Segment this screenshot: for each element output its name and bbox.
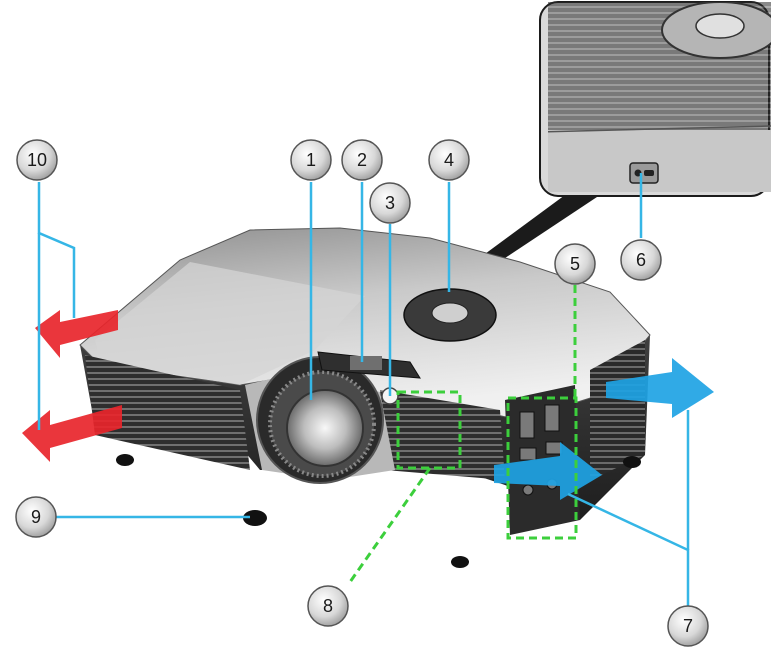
dashed-outlines xyxy=(348,285,578,583)
intake-arrow-rear xyxy=(494,442,602,500)
callout-bubbles[interactable]: 1 2 3 4 5 6 7 8 xyxy=(15,139,709,647)
tilt-adjust-foot xyxy=(243,510,267,526)
callout-9[interactable]: 9 xyxy=(15,496,57,538)
front-foot xyxy=(116,454,134,466)
callout-6[interactable]: 6 xyxy=(620,239,662,281)
callout-3-label: 3 xyxy=(385,193,395,213)
exhaust-arrow-upper xyxy=(35,310,118,358)
inset-detail-panel xyxy=(470,1,771,272)
exhaust-arrow-lower xyxy=(22,405,122,462)
side-vent xyxy=(590,340,645,480)
callout-7[interactable]: 7 xyxy=(667,605,709,647)
callout-2-label: 2 xyxy=(357,150,367,170)
callout-8-label: 8 xyxy=(323,596,333,616)
callout-6-label: 6 xyxy=(636,250,646,270)
callout-8[interactable]: 8 xyxy=(307,585,349,627)
callout-3[interactable]: 3 xyxy=(369,182,411,224)
callout-9-label: 9 xyxy=(31,507,41,527)
callout-10[interactable]: 10 xyxy=(16,139,58,181)
lamp-cover xyxy=(95,262,365,385)
callout-4-label: 4 xyxy=(444,150,454,170)
front-vent-right xyxy=(380,390,505,480)
projection-lens xyxy=(286,389,364,467)
intake-arrow-side xyxy=(606,358,714,418)
callout-10-label: 10 xyxy=(27,150,47,170)
callout-7-label: 7 xyxy=(683,616,693,636)
callout-1[interactable]: 1 xyxy=(290,139,332,181)
callout-5-label: 5 xyxy=(570,254,580,274)
airflow-arrows xyxy=(22,310,714,500)
callout-1-label: 1 xyxy=(306,150,316,170)
leader-lines xyxy=(37,173,690,624)
callout-5[interactable]: 5 xyxy=(554,243,596,285)
callout-4[interactable]: 4 xyxy=(428,139,470,181)
callout-2[interactable]: 2 xyxy=(341,139,383,181)
inset-pointer xyxy=(470,195,600,272)
io-panel-outline xyxy=(506,396,578,540)
front-vent-left xyxy=(85,355,250,470)
